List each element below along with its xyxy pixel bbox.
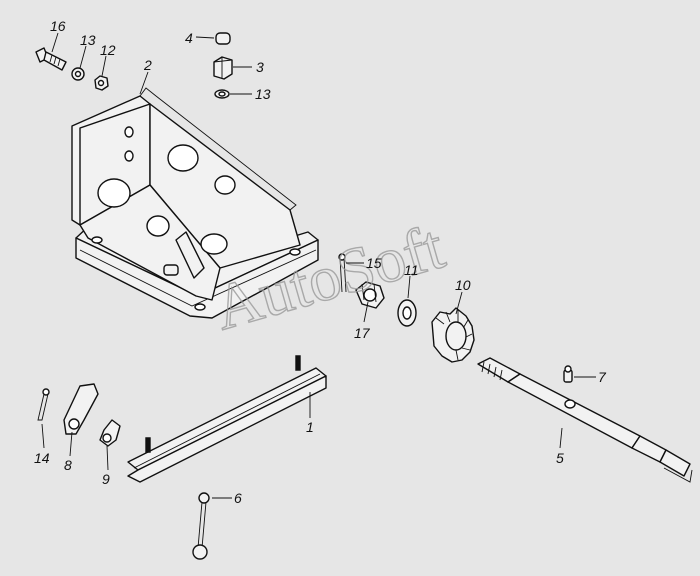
part-7-pin [563, 365, 573, 383]
part-17-castle-nut [355, 281, 385, 309]
part-1-channel [127, 355, 327, 483]
part-8-clevis [63, 383, 99, 435]
part-6-rod [192, 492, 210, 560]
callout-13-top: 13 [80, 32, 96, 48]
callout-7: 7 [598, 369, 607, 385]
part-5-shaft [477, 357, 693, 483]
part-16-bolt [35, 47, 67, 71]
callout-labels: 16 13 12 2 4 3 13 15 11 10 17 7 5 1 14 8… [34, 18, 607, 506]
callout-15: 15 [366, 255, 382, 271]
callout-17: 17 [354, 325, 371, 341]
callout-8: 8 [64, 457, 72, 473]
callout-16: 16 [50, 18, 66, 34]
leader-lines [41, 32, 596, 499]
callout-4: 4 [185, 30, 193, 46]
part-13-washer-top [71, 67, 85, 81]
callout-12: 12 [100, 42, 116, 58]
callout-3: 3 [256, 59, 264, 75]
part-13-washer-mid [214, 89, 230, 99]
part-12-nut [94, 75, 109, 91]
callout-5: 5 [556, 450, 564, 466]
callout-10: 10 [455, 277, 471, 293]
part-14-pin [37, 388, 50, 421]
part-11-washer [397, 299, 417, 327]
part-2-bracket [71, 87, 319, 319]
callout-1: 1 [306, 419, 314, 435]
part-4-cap [215, 32, 231, 45]
part-10-gear [431, 307, 475, 363]
callout-11: 11 [404, 262, 419, 278]
part-3-hex-nut [213, 56, 233, 80]
callout-14: 14 [34, 450, 50, 466]
callout-2: 2 [143, 57, 152, 73]
callout-13-mid: 13 [255, 86, 271, 102]
part-15-cotter-pin [338, 253, 347, 293]
part-9-clip [99, 419, 121, 447]
callout-9: 9 [102, 471, 110, 487]
callout-6: 6 [234, 490, 242, 506]
